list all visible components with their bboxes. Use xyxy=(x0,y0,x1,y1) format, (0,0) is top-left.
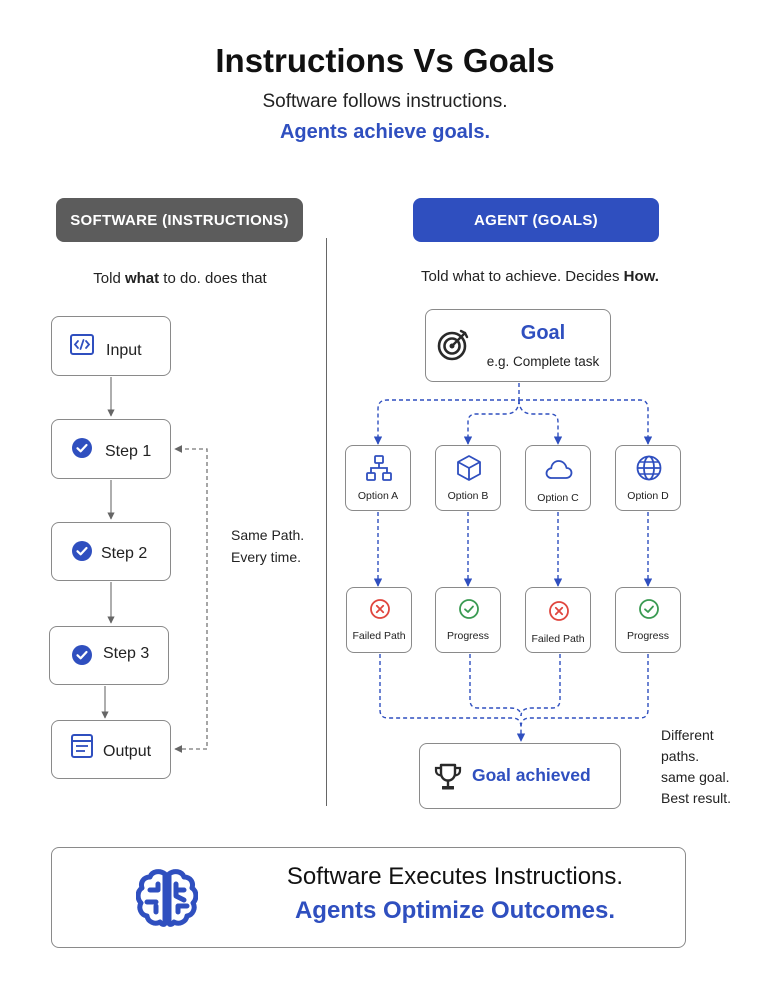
option-label: Option B xyxy=(447,490,489,502)
check-circle-icon xyxy=(72,438,92,458)
agent-header: AGENT (GOALS) xyxy=(413,198,659,242)
software-description: Told what to do. does that xyxy=(93,270,267,287)
goal-to-option-c xyxy=(518,399,563,445)
cloud-icon xyxy=(545,460,573,479)
step-label: Input xyxy=(106,342,142,359)
option-label: Option A xyxy=(357,490,399,502)
result-label: Progress xyxy=(626,630,669,642)
check-circle-icon xyxy=(72,645,92,665)
result-d: Progress xyxy=(615,587,681,653)
option-label: Option D xyxy=(627,490,669,502)
x-circle-icon xyxy=(370,599,390,619)
goal-to-option-b xyxy=(463,399,520,445)
result-c-to-achieved xyxy=(520,654,561,717)
step-input: Input xyxy=(51,316,171,376)
loop-note-line: Same Path. xyxy=(231,527,305,543)
code-icon xyxy=(70,334,94,355)
result-d-to-achieved xyxy=(520,654,649,728)
step-label: Step 3 xyxy=(103,645,150,662)
summary-box xyxy=(51,847,686,948)
document-list-icon xyxy=(71,734,93,758)
goal-to-option-a xyxy=(373,383,520,445)
goal-to-option-d xyxy=(519,399,653,445)
result-label: Failed Path xyxy=(352,630,406,642)
note-line: Different xyxy=(661,727,714,743)
option-a: Option A xyxy=(345,445,411,511)
cube-icon xyxy=(457,455,481,481)
target-icon xyxy=(437,329,469,361)
result-a-to-achieved xyxy=(379,654,526,742)
loop-note: Same Path. Every time. xyxy=(231,524,304,568)
goal-achieved-box xyxy=(419,743,621,809)
result-label: Progress xyxy=(446,630,489,642)
agent-description: Told what to achieve. Decides How. xyxy=(421,268,659,285)
option-c: Option C xyxy=(525,445,591,511)
step-1: Step 1 xyxy=(51,419,171,479)
option-label: Option C xyxy=(537,492,579,504)
page-title: Instructions Vs Goals xyxy=(215,42,555,79)
software-header: SOFTWARE (INSTRUCTIONS) xyxy=(56,198,303,242)
note-line: paths. xyxy=(661,748,700,764)
x-circle-icon xyxy=(549,601,569,621)
goal-subtitle: e.g. Complete task xyxy=(486,354,600,369)
result-c: Failed Path xyxy=(525,587,591,653)
step-3: Step 3 xyxy=(49,626,169,685)
result-label: Failed Path xyxy=(531,633,585,645)
goal-box xyxy=(425,309,611,382)
hierarchy-icon xyxy=(366,455,392,481)
brain-icon xyxy=(136,869,198,927)
loop-arrow xyxy=(174,445,208,753)
subtitle-agents: Agents achieve goals. xyxy=(279,121,491,143)
result-b: Progress xyxy=(435,587,501,653)
goal-achieved-label: Goal achieved xyxy=(472,765,591,785)
result-b-to-achieved xyxy=(469,654,522,717)
summary-line-software: Software Executes Instructions. xyxy=(286,863,624,890)
step-label: Step 1 xyxy=(105,443,152,460)
option-b: Option B xyxy=(435,445,501,511)
subtitle-software: Software follows instructions. xyxy=(262,91,508,112)
option-d: Option D xyxy=(615,445,681,511)
goal-title: Goal xyxy=(520,322,566,344)
step-label: Output xyxy=(103,743,152,760)
globe-icon xyxy=(636,455,662,481)
note-line: same goal. xyxy=(661,769,730,785)
trophy-icon xyxy=(434,763,462,790)
loop-note-line: Every time. xyxy=(231,549,302,565)
check-circle-icon xyxy=(459,599,479,619)
result-a: Failed Path xyxy=(346,587,412,653)
step-label: Step 2 xyxy=(101,545,148,562)
check-circle-icon xyxy=(639,599,659,619)
different-paths-note: Different paths. same goal. Best result. xyxy=(661,725,731,809)
column-divider xyxy=(326,238,327,806)
note-line: Best result. xyxy=(661,790,732,806)
step-2: Step 2 xyxy=(51,522,171,581)
check-circle-icon xyxy=(72,541,92,561)
step-output: Output xyxy=(51,720,171,779)
summary-line-agents: Agents Optimize Outcomes. xyxy=(294,897,616,924)
